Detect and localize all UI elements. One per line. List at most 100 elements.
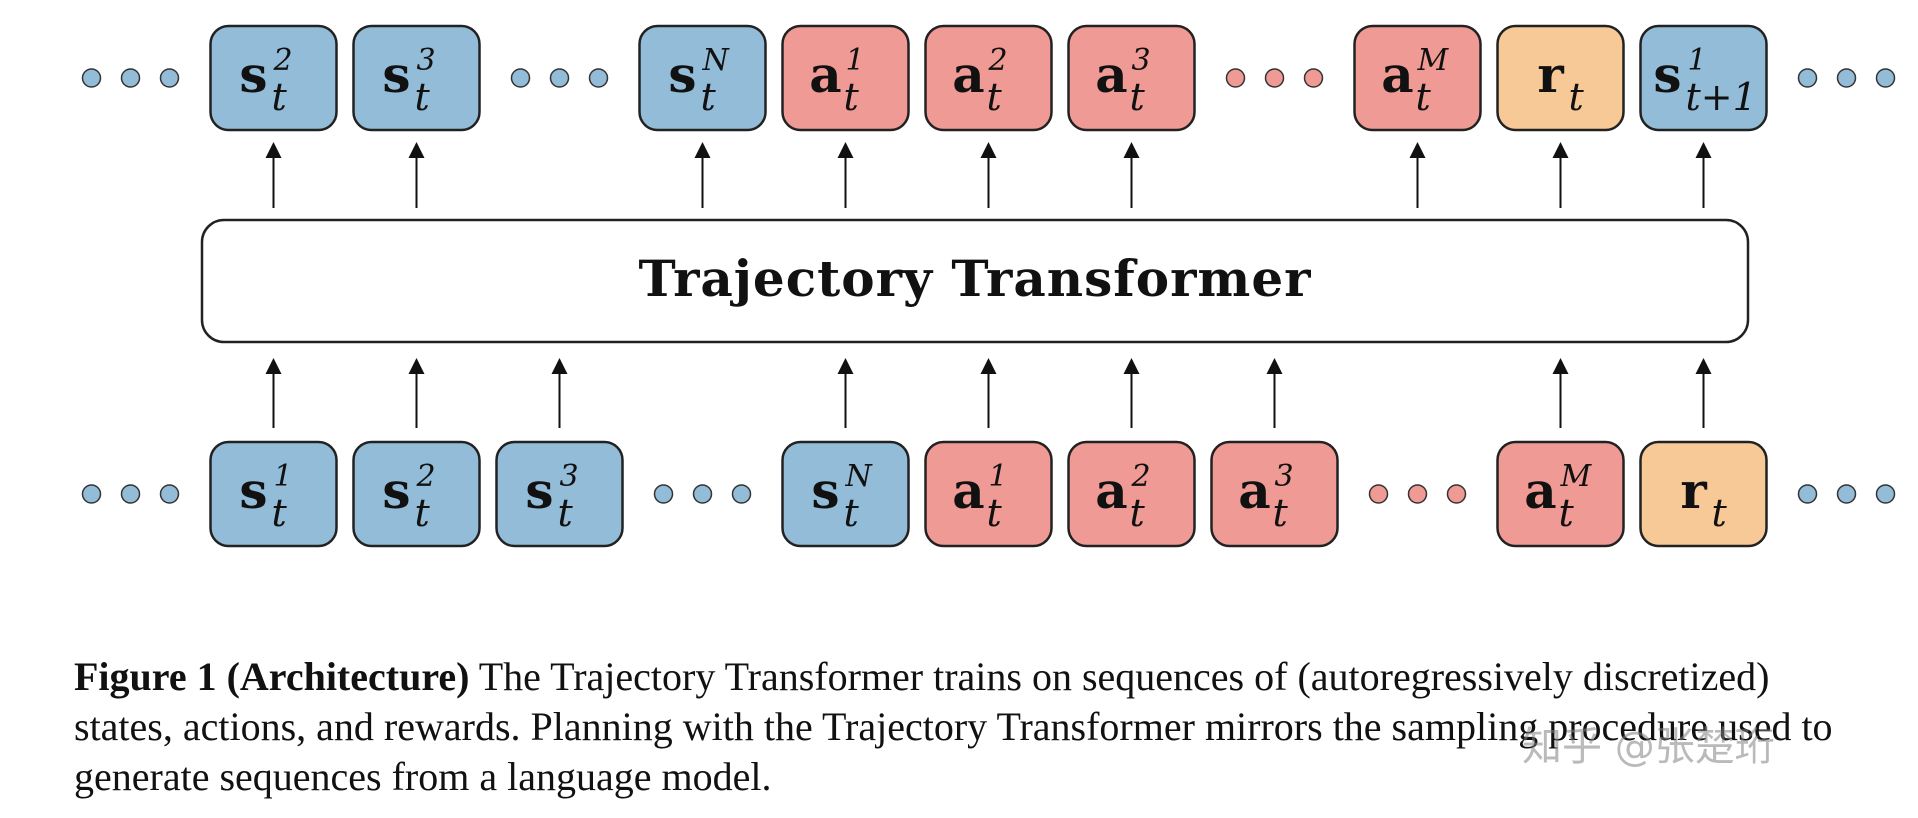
action-token-box	[781, 24, 910, 132]
ellipsis-dot	[120, 68, 141, 88]
state-token-box	[781, 440, 910, 548]
ellipsis-dot	[1368, 484, 1389, 504]
action-token-box	[924, 24, 1053, 132]
caption-body: The Trajectory Transformer trains on seq…	[74, 654, 1833, 799]
trajectory-transformer-block: Trajectory Transformer	[200, 218, 1750, 344]
ellipsis-dot	[1407, 484, 1428, 504]
token-superscript: 2	[416, 459, 436, 494]
token-subscript: t	[558, 491, 574, 535]
action-token-box	[1067, 440, 1196, 548]
trajectory-transformer-label: Trajectory Transformer	[639, 249, 1312, 308]
token-subscript: t	[987, 75, 1003, 119]
token-superscript: M	[1417, 43, 1450, 78]
token-symbol: s	[1653, 45, 1681, 104]
token-subscript: t	[272, 75, 288, 119]
token-subscript: t	[415, 491, 431, 535]
token-subscript: t	[701, 75, 717, 119]
token-symbol: a	[1095, 461, 1127, 520]
token-symbol: a	[1238, 461, 1270, 520]
token-subscript: t	[272, 491, 288, 535]
ellipsis-dot	[1225, 68, 1246, 88]
token-superscript: 2	[988, 43, 1008, 78]
token-subscript: t	[1569, 75, 1585, 119]
token-superscript: M	[1560, 459, 1593, 494]
state-token-box	[495, 440, 624, 548]
watermark: 知乎 @张楚珩	[1522, 724, 1775, 770]
ellipsis-dot	[81, 484, 102, 504]
token-subscript: t	[1712, 491, 1728, 535]
token-superscript: 2	[1131, 459, 1151, 494]
token-subscript: t	[1273, 491, 1289, 535]
token-superscript: 2	[273, 43, 293, 78]
token-superscript: 3	[1132, 43, 1151, 78]
action-token-box	[1353, 24, 1482, 132]
state-token-box	[1639, 24, 1768, 132]
token-symbol: a	[1381, 45, 1413, 104]
ellipsis-dot	[588, 68, 609, 88]
token-superscript: 3	[417, 43, 436, 78]
token-superscript: 3	[1275, 459, 1294, 494]
token-subscript: t	[987, 491, 1003, 535]
token-superscript: N	[702, 43, 731, 78]
token-symbol: s	[525, 461, 553, 520]
state-token-box	[209, 24, 338, 132]
ellipsis-dot	[81, 68, 102, 88]
token-superscript: N	[845, 459, 874, 494]
token-subscript: t	[1130, 491, 1146, 535]
ellipsis-dot	[510, 68, 531, 88]
ellipsis-dot	[549, 68, 570, 88]
ellipsis-dot	[1875, 68, 1896, 88]
reward-token-box	[1639, 440, 1768, 548]
state-token-box	[352, 24, 481, 132]
token-symbol: s	[668, 45, 696, 104]
trajectory-transformer-box	[200, 218, 1750, 344]
reward-token-box	[1496, 24, 1625, 132]
ellipsis-dot	[692, 484, 713, 504]
token-symbol: r	[1680, 461, 1707, 520]
ellipsis-dot	[1875, 484, 1896, 504]
token-subscript: t	[844, 75, 860, 119]
figure-caption: Figure 1 (Architecture) The Trajectory T…	[74, 652, 1874, 802]
ellipsis-dot	[1836, 484, 1857, 504]
token-superscript: 1	[846, 43, 865, 78]
ellipsis-dot	[731, 484, 752, 504]
ellipsis-dot	[1797, 68, 1818, 88]
token-symbol: s	[382, 461, 410, 520]
token-subscript: t	[1559, 491, 1575, 535]
ellipsis-dot	[159, 484, 180, 504]
ellipsis-dot	[1264, 68, 1285, 88]
token-symbol: s	[239, 461, 267, 520]
token-symbol: a	[1095, 45, 1127, 104]
ellipsis-dot	[1303, 68, 1324, 88]
state-token-box	[638, 24, 767, 132]
action-token-box	[1496, 440, 1625, 548]
action-token-box	[924, 440, 1053, 548]
token-symbol: r	[1537, 45, 1564, 104]
token-subscript: t	[1130, 75, 1146, 119]
token-subscript: t+1	[1686, 75, 1757, 119]
ellipsis-dot	[120, 484, 141, 504]
token-subscript: t	[1416, 75, 1432, 119]
token-symbol: s	[382, 45, 410, 104]
token-subscript: t	[844, 491, 860, 535]
action-token-box	[1067, 24, 1196, 132]
ellipsis-dot	[653, 484, 674, 504]
state-token-box	[352, 440, 481, 548]
